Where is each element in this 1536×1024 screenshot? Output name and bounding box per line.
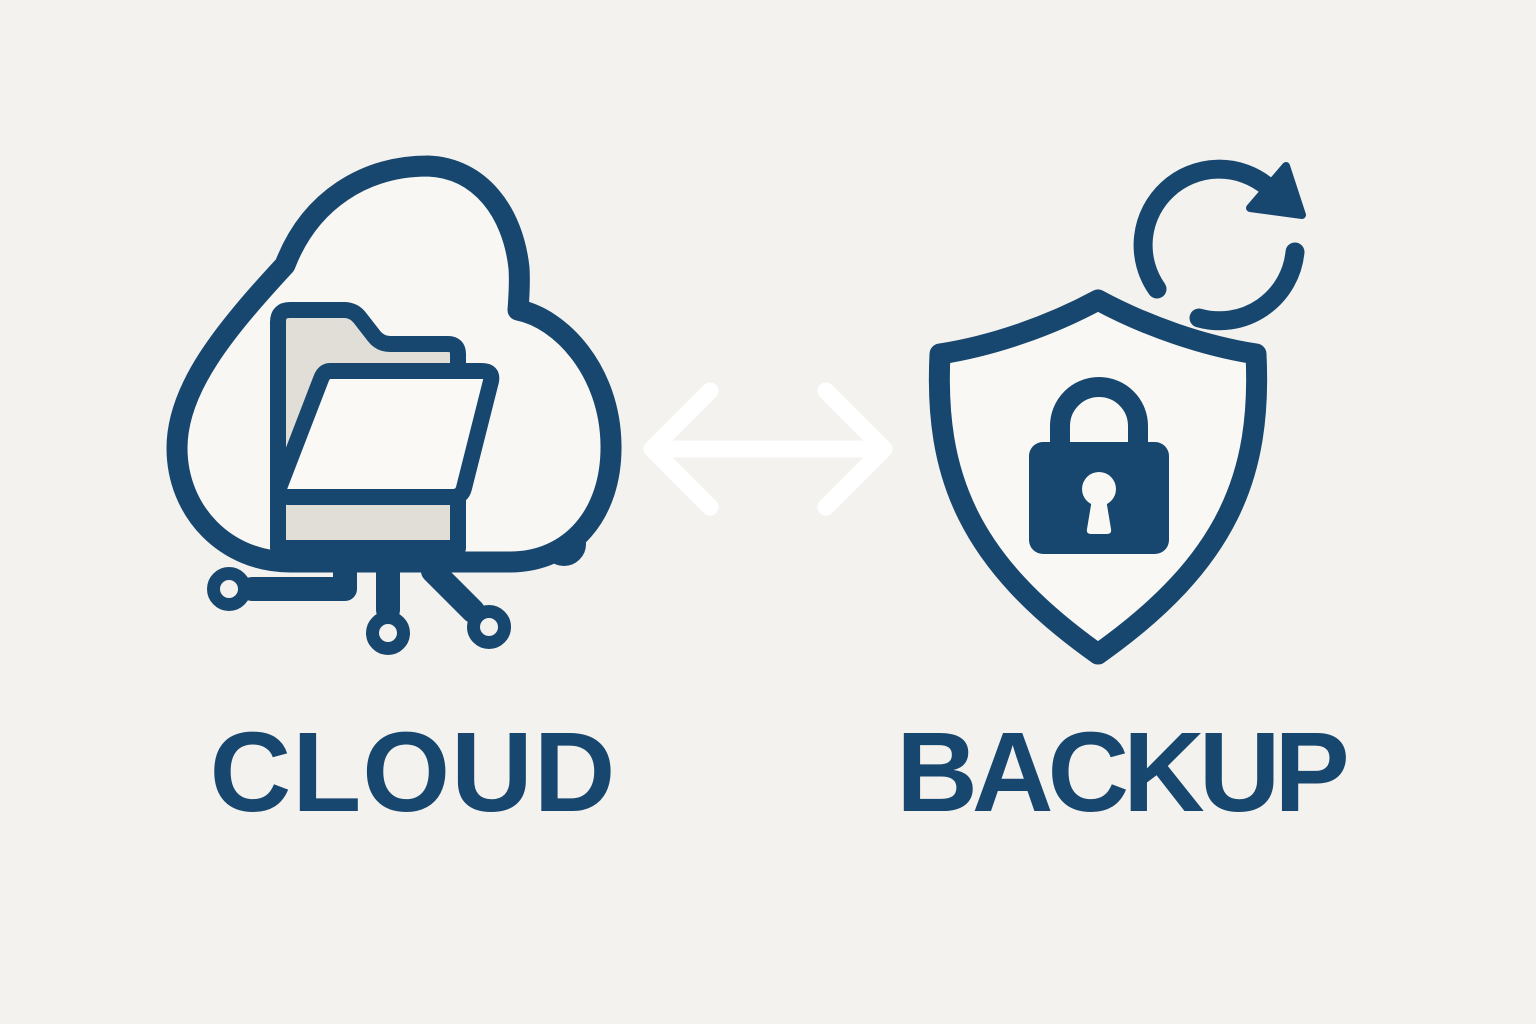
arrow-head-right — [817, 382, 893, 516]
padlock-shackle — [1050, 377, 1148, 452]
backup-label: BACKUP — [896, 709, 1349, 835]
sync-refresh-arrow-icon — [1133, 159, 1306, 331]
cloud-folder-network-icon — [166, 155, 622, 655]
shield-lock-sync-icon — [928, 159, 1306, 665]
sync-arrowhead — [1246, 162, 1306, 219]
arrow-head-left — [643, 382, 719, 516]
network-node — [366, 611, 410, 655]
padlock-keyhole-circle — [1082, 472, 1116, 506]
sync-arc-main — [1133, 159, 1278, 299]
cloud-label: CLOUD — [209, 709, 617, 835]
folder-front — [270, 363, 500, 505]
bidirectional-arrow-icon — [643, 382, 893, 516]
padlock-keyhole-stem — [1086, 499, 1112, 534]
network-node — [207, 567, 251, 611]
sync-arc-lower — [1189, 242, 1305, 331]
padlock-icon — [1029, 377, 1169, 554]
network-node — [467, 605, 511, 649]
